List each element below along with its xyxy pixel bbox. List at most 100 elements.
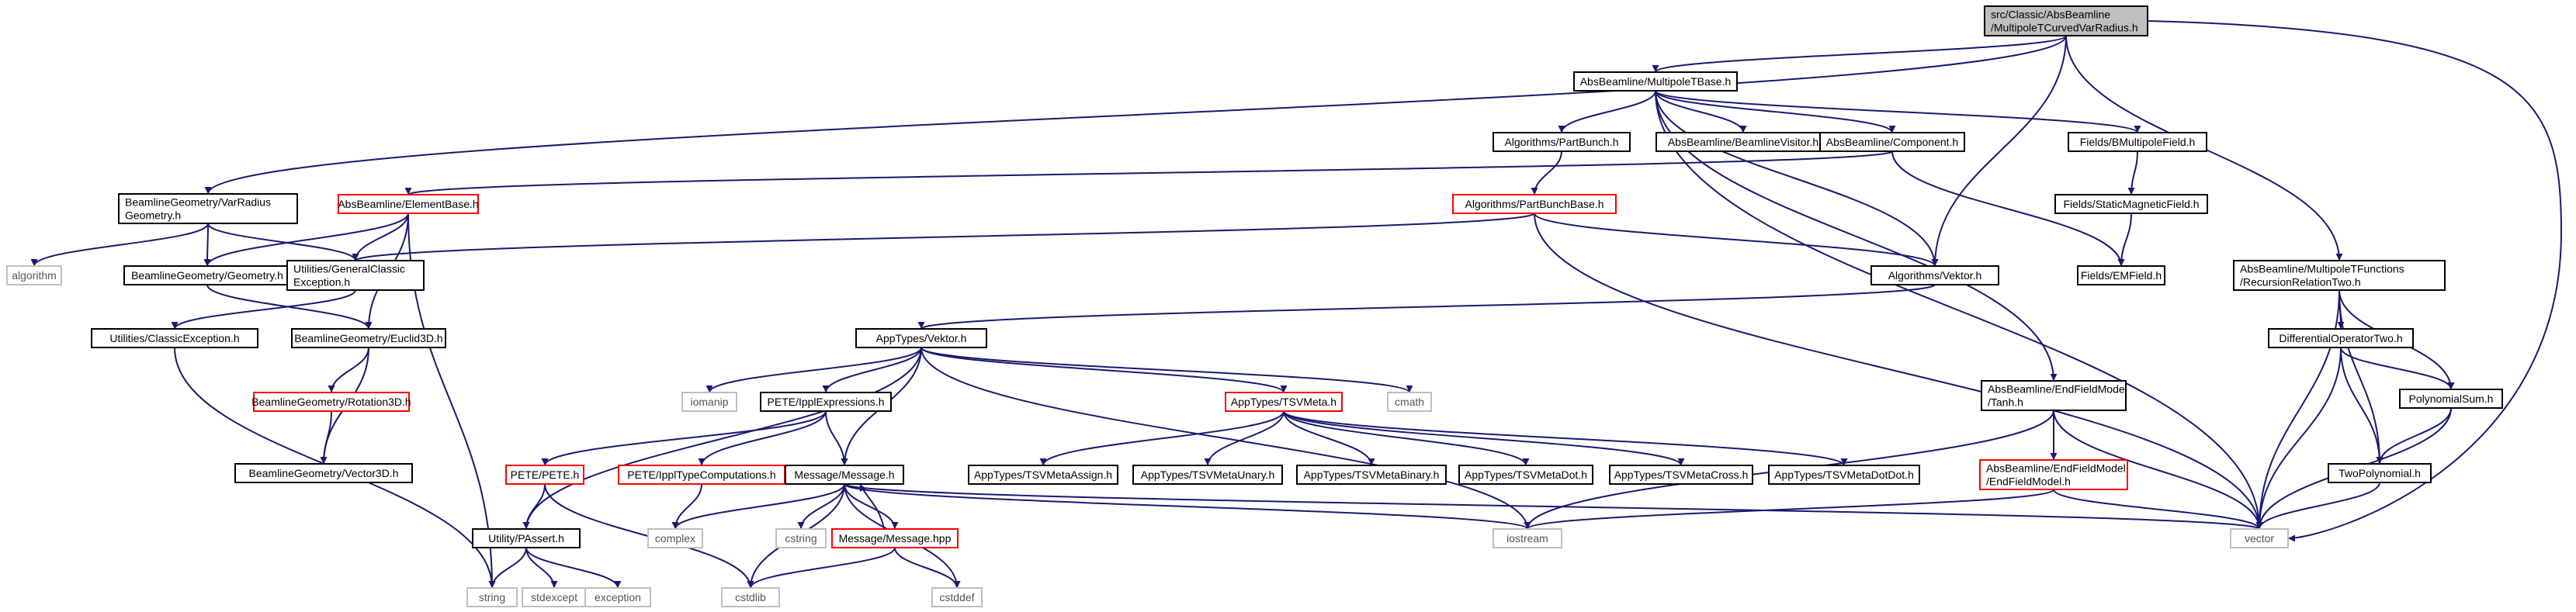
edge-rrt-to-vector — [2255, 289, 2340, 530]
node-tsvunary[interactable]: AppTypes/TSVMetaUnary.h — [1132, 465, 1283, 485]
node-box — [1984, 5, 2148, 36]
node-tanh[interactable]: AbsBeamline/EndFieldModel/Tanh.h — [1981, 380, 2127, 411]
node-label: Algorithms/Vektor.h — [1888, 269, 1982, 282]
node-label: DifferentialOperatorTwo.h — [2279, 332, 2402, 344]
node-dot[interactable]: DifferentialOperatorTwo.h — [2268, 328, 2414, 348]
edge-vrg-to-geo — [203, 223, 211, 267]
node-mtb[interactable]: AbsBeamline/MultipoleTBase.h — [1573, 71, 1738, 92]
node-iptc[interactable]: PETE/IpplTypeComputations.h — [618, 465, 785, 485]
node-label: Utility/PAssert.h — [488, 532, 564, 545]
edge-passert-to-exception — [525, 547, 622, 589]
node-box — [2399, 389, 2503, 409]
node-psum[interactable]: PolynomialSum.h — [2399, 389, 2503, 409]
node-pbb[interactable]: Algorithms/PartBunchBase.h — [1452, 194, 1617, 214]
node-box — [1493, 132, 1631, 152]
node-label: /RecursionRelationTwo.h — [2240, 276, 2361, 289]
edge-gce-to-ce — [171, 289, 356, 330]
node-v3d[interactable]: BeamlineGeometry/Vector3D.h — [234, 463, 413, 483]
node-box — [584, 587, 651, 607]
node-avek[interactable]: Algorithms/Vektor.h — [1870, 265, 1999, 285]
edge-msg-to-iostream — [844, 483, 1531, 530]
node-box — [760, 392, 892, 412]
node-box — [2077, 265, 2165, 285]
edge-msghpp-to-cstddef — [894, 547, 961, 589]
edge-mtb-to-comp — [1655, 90, 1896, 133]
node-label: AbsBeamline/Component.h — [1826, 136, 1958, 148]
node-msg[interactable]: Message/Message.h — [785, 465, 904, 485]
node-r3d[interactable]: BeamlineGeometry/Rotation3D.h — [251, 392, 411, 412]
node-tsvdot[interactable]: AppTypes/TSVMetaDot.h — [1458, 465, 1593, 485]
node-efm[interactable]: AbsBeamline/EndFieldModel/EndFieldModel.… — [1979, 459, 2128, 490]
node-passert[interactable]: Utility/PAssert.h — [472, 528, 581, 548]
edge-efm-to-vector — [2053, 489, 2263, 530]
node-box — [1656, 132, 1831, 152]
node-label: AppTypes/TSVMetaDot.h — [1465, 469, 1587, 481]
node-msghpp[interactable]: Message/Message.hpp — [831, 528, 959, 548]
node-tsvcross[interactable]: AppTypes/TSVMetaCross.h — [1609, 465, 1753, 485]
node-box — [505, 465, 584, 485]
node-box — [118, 193, 298, 224]
node-pb[interactable]: Algorithms/PartBunch.h — [1493, 132, 1631, 152]
node-label: stdexcept — [531, 591, 577, 603]
node-label: iomanip — [690, 396, 728, 408]
node-ce[interactable]: Utilities/ClassicException.h — [91, 328, 258, 348]
node-rrt[interactable]: AbsBeamline/MultipoleTFunctions/Recursio… — [2233, 260, 2446, 291]
dependency-edges — [30, 20, 2563, 589]
edge-e3d-to-r3d — [328, 347, 369, 393]
node-label: /MultipoleTCurvedVarRadius.h — [1991, 22, 2138, 34]
node-bmf[interactable]: Fields/BMultipoleField.h — [2068, 132, 2207, 152]
node-label: cstring — [785, 532, 816, 545]
edge-avek-to-atv — [917, 284, 1936, 330]
node-eb[interactable]: AbsBeamline/ElementBase.h — [338, 194, 479, 214]
node-exception: exception — [584, 587, 651, 607]
node-box — [721, 587, 780, 607]
node-tsvm[interactable]: AppTypes/TSVMeta.h — [1225, 392, 1343, 412]
node-label: AbsBeamline/EndFieldModel — [1986, 462, 2126, 475]
node-tsvassign[interactable]: AppTypes/TSVMetaAssign.h — [968, 465, 1118, 485]
node-atv[interactable]: AppTypes/Vektor.h — [855, 328, 987, 348]
node-label: Utilities/ClassicException.h — [109, 332, 239, 344]
node-box — [931, 587, 983, 607]
node-tpoly[interactable]: TwoPolynomial.h — [2328, 463, 2432, 483]
node-root[interactable]: src/Classic/AbsBeamline/MultipoleTCurved… — [1984, 5, 2148, 36]
node-comp[interactable]: AbsBeamline/Component.h — [1819, 132, 1965, 152]
node-ippe[interactable]: PETE/IpplExpressions.h — [760, 392, 892, 412]
node-pete[interactable]: PETE/PETE.h — [505, 465, 584, 485]
node-tsvbinary[interactable]: AppTypes/TSVMetaBinary.h — [1296, 465, 1447, 485]
node-box — [775, 528, 827, 548]
edge-msghpp-to-cstdlib — [747, 547, 896, 589]
node-label: cmath — [1395, 396, 1424, 408]
edge-mtb-to-vector — [1655, 90, 2263, 530]
node-geo[interactable]: BeamlineGeometry/Geometry.h — [123, 265, 291, 285]
edge-pbb-to-gce — [352, 213, 1535, 261]
node-label: AbsBeamline/EndFieldModel — [1988, 383, 2127, 396]
node-e3d[interactable]: BeamlineGeometry/Euclid3D.h — [291, 328, 446, 348]
node-smf[interactable]: Fields/StaticMagneticField.h — [2054, 194, 2208, 214]
edge-atv-to-iomanip — [706, 347, 922, 393]
node-box — [472, 528, 581, 548]
edge-atv-to-ippe — [822, 347, 922, 393]
node-label: Fields/BMultipoleField.h — [2080, 136, 2196, 148]
node-tsvdotdot[interactable]: AppTypes/TSVMetaDotDot.h — [1768, 465, 1920, 485]
edge-atv-to-tsvm — [920, 347, 1288, 393]
edge-tsvm-to-tsvunary — [1204, 410, 1285, 466]
edge-msghpp-to-msg — [859, 483, 885, 530]
node-stdexcept: stdexcept — [522, 587, 587, 607]
edge-msg-to-complex — [671, 483, 845, 530]
node-label: PETE/PETE.h — [511, 469, 580, 481]
edge-msg-to-vector — [844, 483, 2262, 530]
edge-passert-to-stdexcept — [525, 547, 558, 589]
node-blv[interactable]: AbsBeamline/BeamlineVisitor.h — [1656, 132, 1831, 152]
node-emf[interactable]: Fields/EMField.h — [2077, 265, 2165, 285]
node-label: PETE/IpplExpressions.h — [768, 396, 885, 408]
edge-root-to-vector — [2147, 20, 2563, 542]
node-label: AppTypes/TSVMetaBinary.h — [1304, 469, 1440, 481]
node-box — [1609, 465, 1753, 485]
edge-ippe-to-iptc — [698, 410, 827, 466]
edge-eb-to-geo — [203, 213, 409, 267]
node-label: cstdlib — [735, 591, 766, 603]
edge-efm-to-iostream — [1524, 489, 2054, 530]
node-label: AppTypes/TSVMetaCross.h — [1614, 469, 1749, 481]
